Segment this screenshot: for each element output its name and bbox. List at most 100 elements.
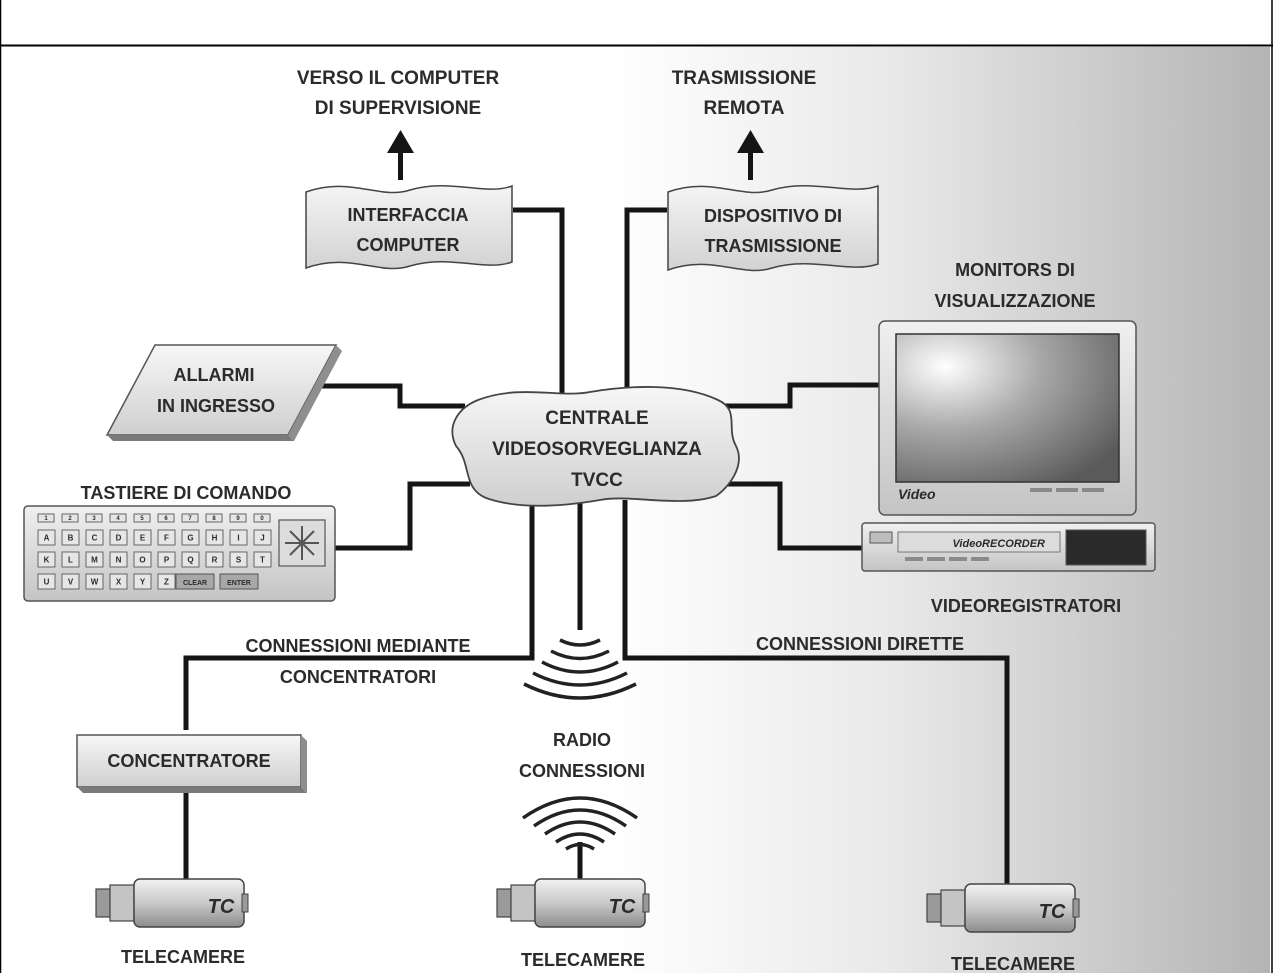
keyboard-key-label: 6 <box>164 516 168 522</box>
vcr-time-display: 10:00 <box>1071 535 1097 546</box>
keyboard-key-label: J <box>260 533 264 542</box>
keyboard-key-label: N <box>116 555 122 564</box>
label-remote-line1: TRASMISSIONE <box>672 68 817 89</box>
keyboard-key-label: 7 <box>188 516 192 522</box>
keyboard-key <box>229 529 248 546</box>
via-concentrators-label-line1: CONNESSIONI MEDIANTE <box>245 636 470 656</box>
keyboard-key-label: X <box>116 577 122 586</box>
alarm-inputs-node: ALLARMI IN INGRESSO <box>105 344 342 441</box>
keyboard-key-label: S <box>236 555 242 564</box>
camera-lens <box>926 893 942 923</box>
cameras-label-left: TELECAMERE <box>121 947 245 967</box>
label-remote-line2: REMOTA <box>704 98 785 119</box>
keyboard-key-label: T <box>260 555 265 564</box>
camera-lens-ring <box>940 889 966 927</box>
keyboard-key-label: A <box>44 533 50 542</box>
concentrator-node: CONCENTRATORE <box>76 734 307 793</box>
radio-waves-bottom <box>521 796 639 851</box>
camera-connector <box>241 893 249 913</box>
keyboard-key <box>205 529 224 546</box>
keyboard-key-label: 8 <box>212 516 216 522</box>
keyboard-key-label: K <box>44 555 50 564</box>
keyboard-key-label: 0 <box>260 516 264 522</box>
keyboard-key <box>37 513 55 523</box>
camera-badge: TC <box>208 896 235 918</box>
keyboard-key-label: G <box>187 533 193 542</box>
interface-label-line1: INTERFACCIA <box>348 205 469 225</box>
keyboard-key-label: L <box>68 555 73 564</box>
keyboard-key <box>181 551 200 568</box>
monitors-label-line2: VISUALIZZAZIONE <box>935 291 1096 311</box>
keyboard-key-label: 1 <box>44 516 48 522</box>
keyboard-key-label: Q <box>187 555 193 564</box>
camera-badge: TC <box>1039 901 1066 923</box>
keyboard-key <box>133 573 152 590</box>
alarms-label-line2: IN INGRESSO <box>157 396 275 416</box>
keyboard-key <box>181 513 199 523</box>
label-to-computer-line1: VERSO IL COMPUTER <box>297 68 500 89</box>
keyboard-key <box>205 513 223 523</box>
keyboard-key <box>61 513 79 523</box>
keyboard-key-label: Y <box>140 577 146 586</box>
camera-lens <box>95 888 111 918</box>
keyboard-key-label: Z <box>164 577 169 586</box>
keyboard-key <box>253 513 271 523</box>
monitor-brand: Video <box>898 486 936 502</box>
keyboard-clear-key <box>175 573 215 590</box>
keyboard-key-label: I <box>237 533 239 542</box>
keyboard-enter-key-label: ENTER <box>227 580 251 587</box>
keyboard-key <box>37 529 56 546</box>
keyboard-key-label: O <box>139 555 145 564</box>
via-concentrators-label-line2: CONCENTRATORI <box>280 667 436 687</box>
keyboard-key-label: F <box>164 533 169 542</box>
keyboard-key <box>157 513 175 523</box>
central-label-line3: TVCC <box>571 470 623 491</box>
radio-label-line1: RADIO <box>553 730 611 750</box>
keyboard-key <box>37 573 56 590</box>
keyboard-key <box>85 551 104 568</box>
computer-interface-node: INTERFACCIA COMPUTER <box>305 184 513 270</box>
keyboard-key <box>229 551 248 568</box>
keyboard-key-label: 5 <box>140 516 144 522</box>
monitors-label-line1: MONITORS DI <box>955 260 1075 280</box>
keyboard-key <box>253 551 272 568</box>
keyboard-key <box>109 513 127 523</box>
keyboard-key <box>37 551 56 568</box>
keyboard-key <box>229 513 247 523</box>
camera-left: TC <box>95 878 249 928</box>
keyboard-key <box>61 573 80 590</box>
radio-label-line2: CONNESSIONI <box>519 761 645 781</box>
keyboard-key-label: 3 <box>92 516 96 522</box>
camera-lens-ring <box>510 884 536 922</box>
keyboard-key <box>205 551 224 568</box>
camera-badge: TC <box>609 896 636 918</box>
label-to-computer-line2: DI SUPERVISIONE <box>315 98 481 119</box>
central-label-line1: CENTRALE <box>545 408 648 429</box>
vcr-device: VideoRECORDER 10:00 PLAY <box>861 522 1156 572</box>
transmit-label-line2: TRASMISSIONE <box>704 236 841 256</box>
keyboard-key <box>61 551 80 568</box>
keyboard-key <box>61 529 80 546</box>
keyboard-key <box>133 551 152 568</box>
keyboard-key <box>85 513 103 523</box>
connection-lines <box>183 207 1010 895</box>
keyboard-enter-key <box>219 573 259 590</box>
concentrator-label: CONCENTRATORE <box>107 751 270 771</box>
central-unit-node: CENTRALE VIDEOSORVEGLIANZA TVCC <box>451 386 740 507</box>
transmit-label-line1: DISPOSITIVO DI <box>704 206 842 226</box>
direct-connections-label: CONNESSIONI DIRETTE <box>756 634 964 654</box>
keyboard-key-label: H <box>212 533 218 542</box>
keyboard-key-label: D <box>116 533 122 542</box>
cameras-label-right: TELECAMERE <box>951 954 1075 973</box>
joystick-cross <box>285 526 319 560</box>
top-strip <box>0 0 1273 45</box>
cameras-label-center: TELECAMERE <box>521 950 645 970</box>
keyboard-key <box>85 573 104 590</box>
keyboard-key <box>181 529 200 546</box>
camera-center: TC <box>496 878 650 928</box>
vcr-label: VIDEOREGISTRATORI <box>931 596 1121 616</box>
keyboard-key <box>157 573 176 590</box>
